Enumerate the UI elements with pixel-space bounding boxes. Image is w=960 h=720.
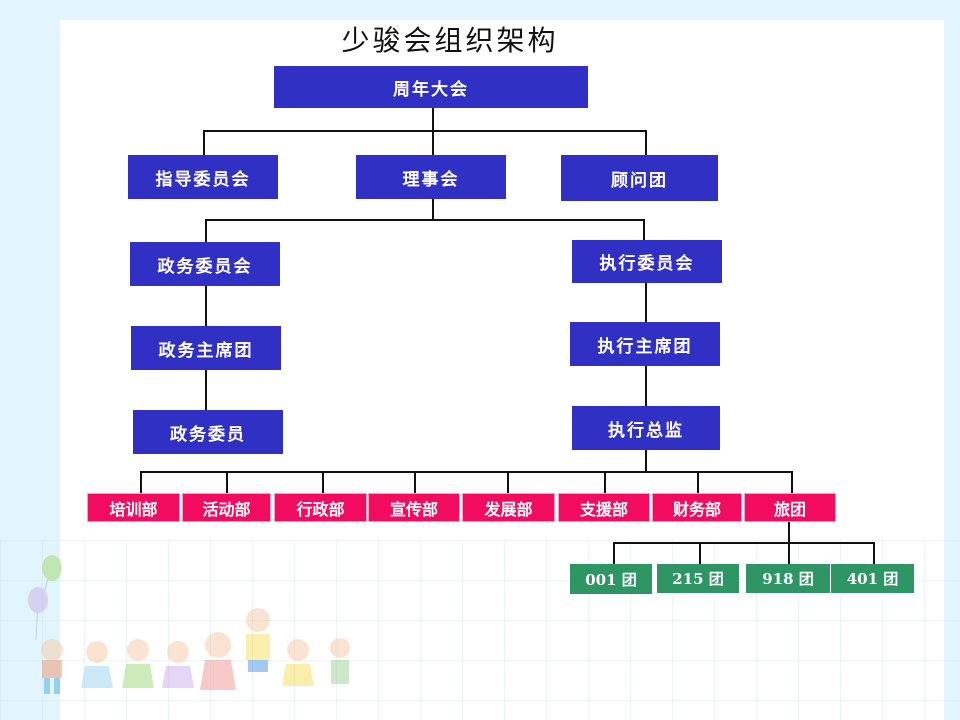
node-group-215[interactable]: 215 团 xyxy=(657,564,739,593)
connector xyxy=(507,471,509,493)
connector xyxy=(432,130,434,156)
child-figure xyxy=(282,639,314,686)
node-group-001[interactable]: 001 团 xyxy=(570,564,652,594)
connector xyxy=(788,542,790,564)
connector xyxy=(697,471,699,493)
child-figure xyxy=(41,639,63,694)
connector xyxy=(432,107,434,131)
slide-panel xyxy=(60,20,944,720)
node-political-presidium[interactable]: 政务主席团 xyxy=(131,326,281,370)
connector xyxy=(613,542,615,564)
connector xyxy=(205,219,207,243)
node-group-918[interactable]: 918 团 xyxy=(746,564,830,593)
node-executive-presidium[interactable]: 执行主席团 xyxy=(570,322,720,366)
connector xyxy=(645,283,647,323)
connector xyxy=(791,471,793,493)
connector xyxy=(613,542,875,544)
connector xyxy=(873,542,875,564)
connector xyxy=(205,286,207,326)
child-figure xyxy=(81,641,113,688)
child-figure xyxy=(162,641,194,688)
connector xyxy=(645,366,647,408)
node-anniversary-assembly[interactable]: 周年大会 xyxy=(274,66,588,108)
balloon-icon xyxy=(42,555,62,581)
node-board[interactable]: 理事会 xyxy=(356,155,506,199)
connector xyxy=(699,542,701,564)
connector xyxy=(140,471,793,473)
node-group-401[interactable]: 401 团 xyxy=(831,564,914,593)
child-figure xyxy=(200,632,236,690)
node-dept-finance[interactable]: 财务部 xyxy=(652,493,742,522)
connector xyxy=(205,219,645,221)
node-steering-committee[interactable]: 指导委员会 xyxy=(128,155,278,199)
node-dept-administration[interactable]: 行政部 xyxy=(274,493,367,522)
child-figure xyxy=(246,608,270,672)
node-dept-development[interactable]: 发展部 xyxy=(462,493,555,522)
chart-title: 少骏会组织架构 xyxy=(341,24,559,57)
connector xyxy=(643,219,645,241)
child-figure xyxy=(122,639,154,688)
node-dept-publicity[interactable]: 宣传部 xyxy=(368,493,460,522)
balloon-icon xyxy=(28,587,48,613)
node-political-members[interactable]: 政务委员 xyxy=(133,410,283,454)
node-dept-training[interactable]: 培训部 xyxy=(87,493,180,522)
connector xyxy=(203,130,205,156)
children-illustration xyxy=(28,555,350,694)
connector xyxy=(414,471,416,493)
connector xyxy=(140,471,142,493)
node-advisory-group[interactable]: 顾问团 xyxy=(561,155,718,201)
connector xyxy=(788,521,790,543)
connector xyxy=(226,471,228,493)
node-executive-director[interactable]: 执行总监 xyxy=(572,406,720,450)
connector xyxy=(205,369,207,411)
node-political-committee[interactable]: 政务委员会 xyxy=(130,242,280,286)
connector xyxy=(604,471,606,493)
node-brigade[interactable]: 旅团 xyxy=(744,493,836,522)
connector xyxy=(645,450,647,472)
connector xyxy=(645,130,647,156)
node-dept-support[interactable]: 支援部 xyxy=(558,493,650,522)
connector xyxy=(322,471,324,493)
node-dept-activities[interactable]: 活动部 xyxy=(182,493,271,522)
connector xyxy=(203,130,647,132)
node-executive-committee[interactable]: 执行委员会 xyxy=(572,240,722,283)
child-figure xyxy=(330,638,350,684)
connector xyxy=(432,198,434,220)
